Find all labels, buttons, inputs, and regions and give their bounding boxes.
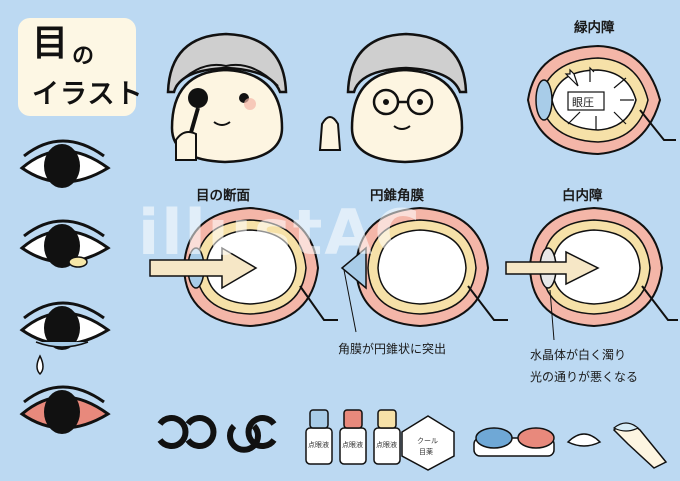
boy-eye-test-illustration (166, 32, 288, 164)
label-keratoconus: 円錐角膜 (370, 188, 424, 204)
label-cross-section: 目の断面 (196, 188, 250, 204)
eye-tearing-icon (19, 301, 111, 376)
watermark: illustAC (138, 196, 422, 269)
note-cataract-line2: 光の通りが悪くなる (530, 370, 639, 384)
cool-eyedrop-pack-illustration (401, 415, 455, 471)
cool-pack-label-1: クール (417, 437, 438, 445)
title-card (18, 18, 136, 116)
contact-lens-icon (566, 433, 602, 447)
glaucoma-diagram (526, 44, 676, 156)
label-pressure: 眼圧 (572, 96, 594, 109)
cool-pack-label-2: 目薬 (419, 448, 433, 456)
eye-cross-section-diagram (149, 206, 338, 328)
landolt-rings-icon (157, 415, 277, 453)
eye-red-icon (19, 385, 111, 434)
eyedrop-label-3: 点眼液 (376, 441, 397, 449)
eye-normal-icon (19, 139, 111, 188)
title-main-kana: の (72, 44, 95, 69)
boy-glasses-illustration (318, 32, 468, 164)
eye-discharge-icon (19, 219, 111, 268)
eyedrop-bottles-illustration (305, 409, 401, 465)
keratoconus-diagram (340, 206, 508, 333)
title-subtitle: イラスト (32, 79, 144, 110)
eyedrop-label-1: 点眼液 (308, 441, 329, 449)
label-glaucoma: 緑内障 (574, 20, 615, 36)
finger-contact-lens-illustration (612, 422, 668, 469)
label-cataract: 白内障 (562, 188, 603, 204)
note-keratoconus: 角膜が円錐状に突出 (338, 342, 447, 356)
note-cataract-line1: 水晶体が白く濁り (530, 348, 627, 362)
cataract-diagram (505, 206, 678, 341)
title-main-kanji: 目 (32, 23, 69, 64)
contact-lens-case-illustration (473, 427, 555, 457)
eyedrop-label-2: 点眼液 (342, 441, 363, 449)
